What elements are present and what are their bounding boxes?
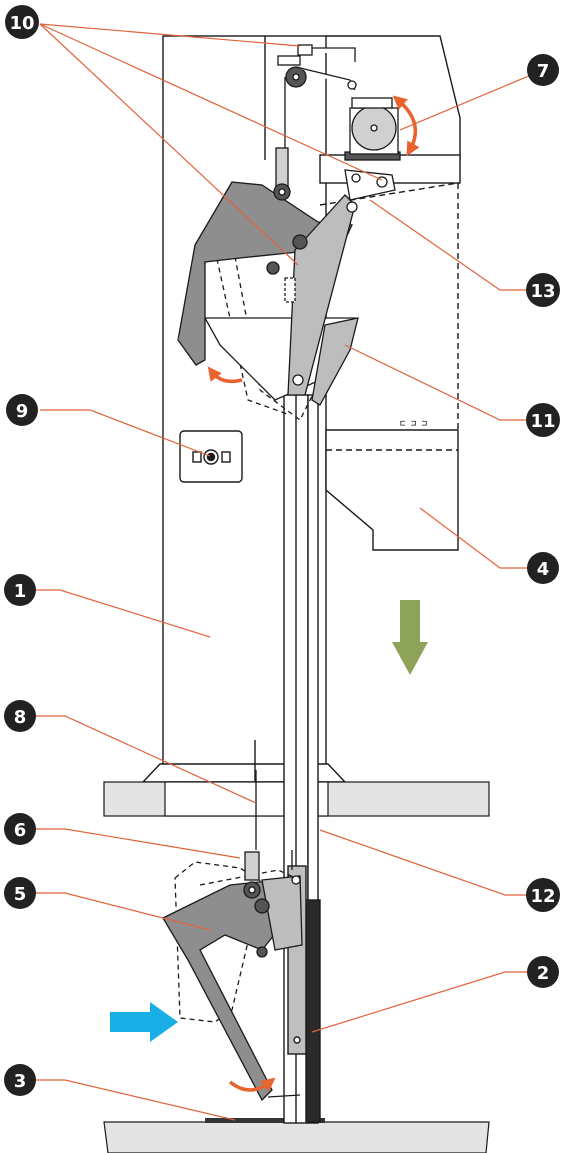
svg-text:9: 9 xyxy=(16,401,29,422)
svg-text:1: 1 xyxy=(14,581,27,602)
control-switch-left[interactable] xyxy=(192,451,202,463)
box-small-label: ⊏ ⊐ ⊐ xyxy=(400,419,427,429)
guide-rail xyxy=(283,394,321,1124)
svg-text:5: 5 xyxy=(14,884,27,905)
upper-arm-assembly xyxy=(177,147,396,421)
ground-floor xyxy=(103,1121,490,1153)
upper-rotation-arrow xyxy=(207,366,243,384)
callout-3: 3 xyxy=(4,1064,36,1096)
callout-7: 7 xyxy=(527,54,559,86)
lower-rotation-arrow xyxy=(228,1077,276,1092)
svg-text:8: 8 xyxy=(14,707,27,728)
callout-6: 6 xyxy=(4,813,36,845)
callout-1: 1 xyxy=(4,574,36,606)
callout-badges: 10 7 13 11 9 4 1 8 xyxy=(4,5,560,1096)
svg-text:12: 12 xyxy=(530,886,555,907)
callout-10: 10 xyxy=(5,5,39,39)
door-panel-dark xyxy=(305,899,321,1123)
control-switch-right[interactable] xyxy=(221,451,231,463)
callout-13: 13 xyxy=(526,273,560,307)
callout-2: 2 xyxy=(527,956,559,988)
down-arrow xyxy=(392,600,428,675)
svg-text:3: 3 xyxy=(14,1071,27,1092)
callout-9: 9 xyxy=(6,394,38,426)
callout-5: 5 xyxy=(4,877,36,909)
svg-text:11: 11 xyxy=(530,411,555,432)
svg-text:13: 13 xyxy=(530,281,555,302)
pulley-system xyxy=(277,44,401,161)
svg-text:4: 4 xyxy=(537,559,550,580)
svg-text:6: 6 xyxy=(14,820,27,841)
callout-12: 12 xyxy=(526,878,560,912)
callout-4: 4 xyxy=(527,552,559,584)
floor-plate xyxy=(205,1118,325,1123)
callout-8: 8 xyxy=(4,700,36,732)
svg-text:2: 2 xyxy=(537,963,550,984)
callout-11: 11 xyxy=(526,403,560,437)
control-panel xyxy=(179,430,243,483)
svg-text:10: 10 xyxy=(9,13,34,34)
lower-arm-assembly xyxy=(162,770,303,1102)
floor-opening xyxy=(164,781,286,817)
svg-text:7: 7 xyxy=(537,61,550,82)
push-arrow xyxy=(110,1002,178,1042)
